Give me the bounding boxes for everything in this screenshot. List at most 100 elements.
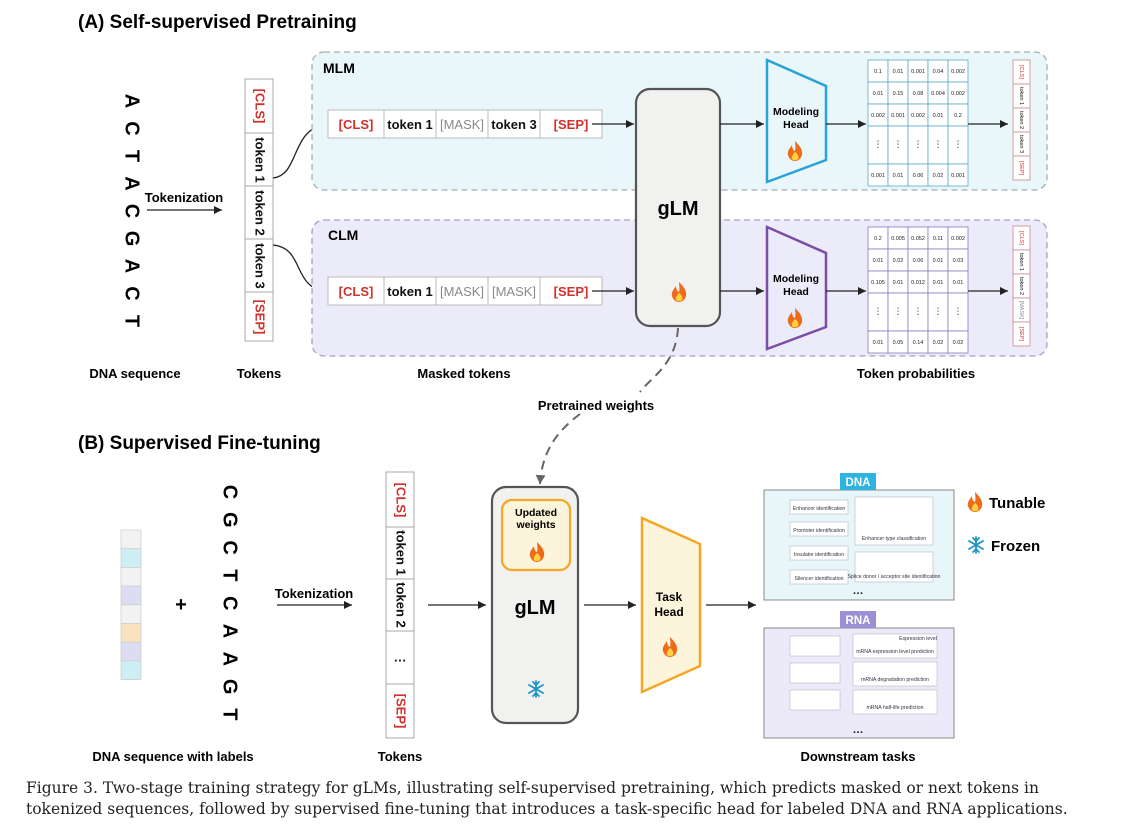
task-thumbnail	[789, 635, 841, 657]
token-cell: [SEP]	[394, 694, 409, 729]
downstream-tasks-label: Downstream tasks	[801, 749, 916, 764]
task-thumbnail	[789, 499, 849, 515]
masked-token-label: [CLS]	[339, 284, 374, 299]
task-label: Enhancer type classification	[862, 536, 926, 542]
probability-value: 0.001	[951, 173, 965, 179]
output-token-label: token 3	[1018, 135, 1024, 153]
token-cell: [CLS]	[253, 89, 268, 124]
masked-token-label: [MASK]	[492, 284, 536, 299]
masked-token-cell	[327, 276, 385, 306]
dna-sequence-label: DNA sequence	[89, 366, 180, 381]
masked-token-cell	[539, 109, 603, 139]
dna-base: G	[219, 512, 241, 528]
label-cell	[120, 585, 142, 606]
dna-base: C	[219, 540, 241, 554]
probability-value: ⋮	[894, 306, 903, 316]
mlm-modeling-head	[765, 58, 828, 184]
masked-token-cell	[435, 109, 489, 139]
token-cell: …	[394, 649, 407, 664]
probability-value: 0.01	[953, 280, 964, 286]
token-cell: token 2	[253, 190, 268, 236]
dna-base: C	[121, 204, 143, 218]
probability-value: ⋮	[914, 306, 923, 316]
glm-label-a: gLM	[657, 198, 698, 220]
task-head	[640, 516, 702, 694]
masked-token-cell	[539, 276, 603, 306]
probability-value: 0.02	[933, 173, 944, 179]
label-cell	[120, 623, 142, 643]
figure-caption: Figure 3. Two-stage training strategy fo…	[26, 779, 1068, 818]
task-thumbnail	[789, 689, 841, 711]
output-token-label: token 1	[1018, 87, 1024, 105]
task-label: mRNA expression level prediction	[856, 649, 934, 655]
output-token-label: [MASK]	[1018, 301, 1024, 320]
task-label: mRNA degradation prediction	[861, 677, 929, 683]
dna-base: A	[121, 259, 143, 273]
clm-modeling-head	[765, 225, 828, 351]
legend-frozen: Frozen	[991, 538, 1040, 555]
probability-value: 0.002	[911, 113, 925, 119]
more-tasks-ellipsis: …	[853, 724, 864, 736]
mlm-head-label-2: Head	[783, 119, 809, 131]
probability-value: ⋮	[934, 306, 943, 316]
part-b-title: (B) Supervised Fine-tuning	[78, 433, 321, 454]
task-label: mRNA half-life prediction	[866, 705, 923, 711]
masked-token-cell	[327, 109, 385, 139]
probability-value: ⋮	[934, 139, 943, 149]
probability-value: 0.002	[951, 69, 965, 75]
probability-value: 0.01	[873, 91, 884, 97]
probability-value: 0.012	[911, 280, 925, 286]
probability-value: 0.01	[893, 280, 904, 286]
probability-value: 0.01	[873, 258, 884, 264]
token-cell: token 3	[253, 243, 268, 289]
clm-head-label-2: Head	[783, 286, 809, 298]
probability-cell	[947, 163, 969, 187]
probability-value: ⋮	[874, 139, 883, 149]
probability-value: 0.001	[871, 173, 885, 179]
probability-value: 0.2	[874, 236, 882, 242]
probability-value: 0.052	[911, 236, 925, 242]
more-tasks-ellipsis: …	[853, 585, 864, 597]
probability-value: 0.02	[933, 340, 944, 346]
task-head-label-1: Task	[656, 590, 683, 604]
probability-value: 0.03	[953, 258, 964, 264]
glm-label-b: gLM	[514, 597, 555, 619]
dna-base: A	[219, 624, 241, 638]
probability-value: 0.005	[891, 236, 905, 242]
updated-weights-box	[500, 498, 572, 572]
masked-token-cell	[383, 109, 437, 139]
label-cell	[120, 548, 142, 568]
updated-weights-label-2: weights	[515, 519, 555, 531]
output-token-cell	[1012, 321, 1031, 347]
token-cell: [CLS]	[394, 483, 409, 518]
dna-with-labels-label: DNA sequence with labels	[92, 749, 253, 764]
probability-value: 0.01	[873, 340, 884, 346]
token-cell: token 1	[253, 137, 268, 183]
dna-base: C	[219, 596, 241, 610]
task-label: Silencer identification	[794, 576, 843, 582]
probability-value: 0.02	[893, 258, 904, 264]
masked-token-cell	[487, 276, 541, 306]
probability-value: 0.001	[891, 113, 905, 119]
task-thumbnail	[789, 569, 849, 585]
probability-value: 0.15	[893, 91, 904, 97]
task-thumbnail	[789, 662, 841, 684]
dna-badge	[840, 473, 876, 490]
probability-value: ⋮	[894, 139, 903, 149]
probability-value: 0.01	[893, 173, 904, 179]
probability-value: 0.002	[951, 236, 965, 242]
plus-sign: +	[175, 594, 187, 616]
output-token-label: [CLS]	[1018, 65, 1024, 79]
dna-base: T	[121, 315, 143, 327]
rna-badge	[840, 611, 876, 628]
output-token-label: [SEP]	[1018, 327, 1024, 342]
probability-value: 0.105	[871, 280, 885, 286]
task-thumbnail	[854, 551, 934, 583]
probability-value: 0.01	[933, 113, 944, 119]
